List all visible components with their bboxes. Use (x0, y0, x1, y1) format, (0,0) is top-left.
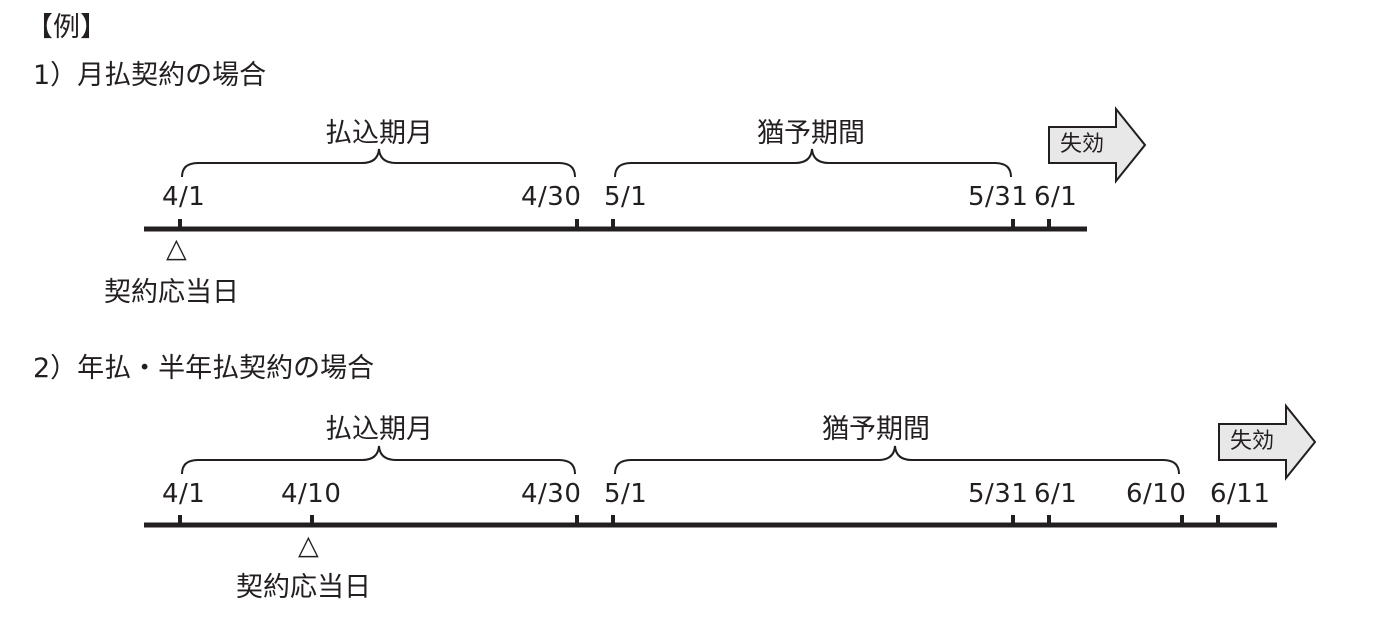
timeline-2-brace-payment (181, 445, 576, 475)
section-1-title: 1）月払契約の場合 (33, 60, 267, 91)
timeline-1-lapse-arrow (1048, 106, 1147, 184)
example-label: 【例】 (26, 12, 107, 43)
section-2-brace-right-label: 猶予期間 (822, 414, 930, 445)
section-2-date-5-31: 5/31 (968, 479, 1029, 509)
section-1-brace-left-label: 払込期月 (325, 118, 433, 149)
section-2-marker-label: 契約応当日 (236, 572, 371, 603)
section-1-lapse-label: 失効 (1060, 132, 1105, 157)
section-1-date-5-31: 5/31 (968, 182, 1029, 212)
section-1-date-6-1: 6/1 (1034, 182, 1078, 212)
section-2-date-6-10: 6/10 (1126, 479, 1187, 509)
section-2-date-4-1: 4/1 (162, 479, 206, 509)
timeline-1-brace-grace (614, 148, 1012, 178)
section-1-marker-triangle: △ (166, 233, 187, 264)
section-2-title: 2）年払・半年払契約の場合 (33, 353, 375, 384)
section-2-marker-triangle: △ (298, 530, 319, 561)
section-1-date-5-1: 5/1 (604, 182, 648, 212)
section-2-date-5-1: 5/1 (604, 479, 648, 509)
section-2-date-6-1: 6/1 (1034, 479, 1078, 509)
section-2-brace-left-label: 払込期月 (325, 414, 433, 445)
section-1-date-4-1: 4/1 (162, 182, 206, 212)
timeline-2-brace-grace (614, 445, 1180, 475)
section-1-marker-label: 契約応当日 (104, 277, 239, 308)
section-2-date-4-30: 4/30 (521, 479, 582, 509)
section-2-date-6-11: 6/11 (1210, 479, 1271, 509)
timeline-1-brace-payment (181, 148, 576, 178)
section-2-date-4-10: 4/10 (281, 479, 342, 509)
section-1-date-4-30: 4/30 (521, 182, 582, 212)
timeline-2-lapse-arrow (1218, 403, 1317, 481)
section-1-brace-right-label: 猶予期間 (757, 118, 865, 149)
section-2-lapse-label: 失効 (1230, 429, 1275, 454)
